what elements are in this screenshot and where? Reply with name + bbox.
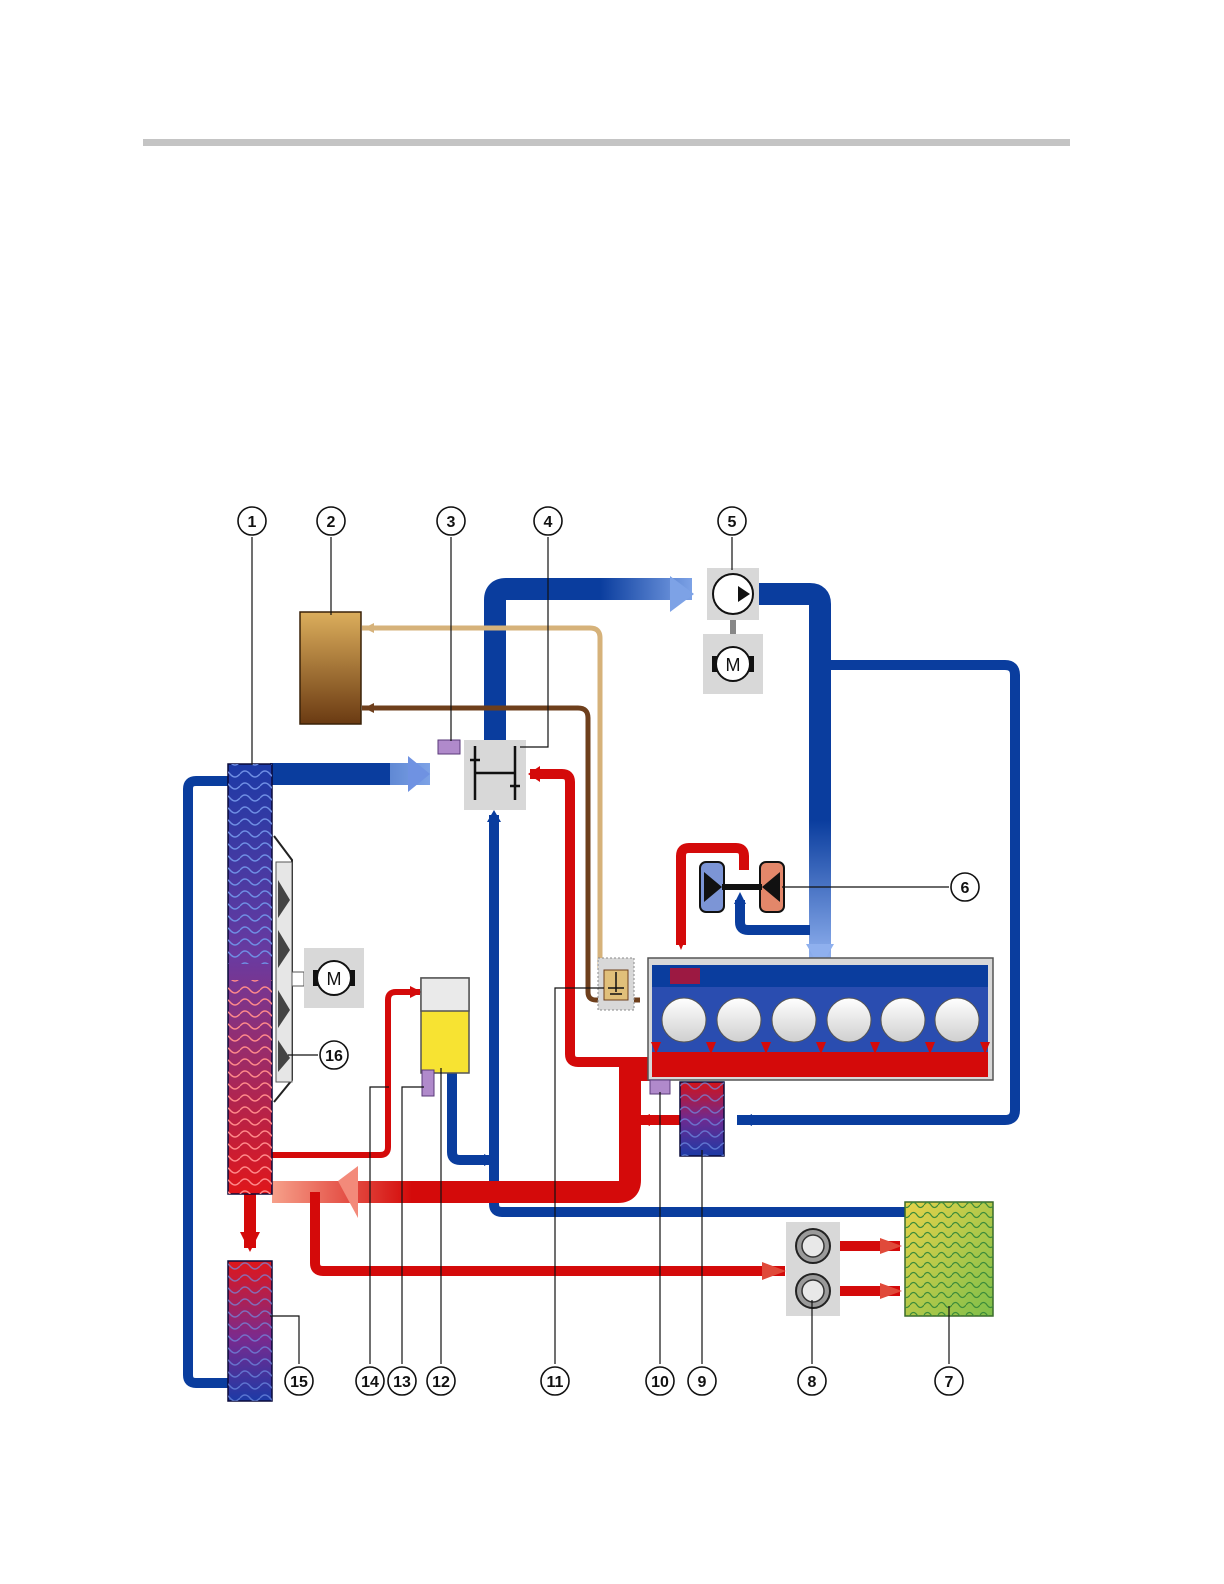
engine-block [648,958,993,1080]
svg-text:10: 10 [651,1374,669,1391]
cylinder-icon [935,998,979,1042]
hose-to-heater-valve [315,1192,785,1271]
svg-text:15: 15 [290,1374,308,1391]
svg-text:3: 3 [447,514,456,531]
callout-13: 13 [388,1367,416,1395]
temperature-sensor-engine-outlet [650,1080,670,1094]
bypass-tank [300,612,361,724]
callout-9: 9 [688,1367,716,1395]
svg-text:16: 16 [325,1048,343,1065]
callout-5: 5 [718,507,746,535]
heating-element-thermostat [598,958,634,1010]
callout-10: 10 [646,1367,674,1395]
svg-text:13: 13 [393,1374,411,1391]
hose-engine-inlet-fade [809,820,831,960]
water-pump: M [703,568,763,694]
main-radiator [228,764,272,1194]
engine-oil-heat-exchanger [680,1082,724,1156]
callout-12: 12 [427,1367,455,1395]
cylinder-icon [717,998,761,1042]
callout-2: 2 [317,507,345,535]
hose-radiator-to-expansion-tank [272,992,420,1155]
hose-radiator-to-thermostat [270,763,430,785]
heater-valve [786,1222,840,1316]
callout-1: 1 [238,507,266,535]
cylinder-icon [662,998,706,1042]
cylinder-icon [827,998,871,1042]
callout-4: 4 [534,507,562,535]
thermostat-housing [464,740,526,810]
expansion-tank [421,978,469,1073]
hose-thermostat-to-pump [495,589,690,745]
temperature-sensor-thermostat [438,740,460,754]
callout-11: 11 [541,1367,569,1395]
callout-15: 15 [285,1367,313,1395]
fan-motor-label: M [327,969,342,989]
auxiliary-radiator [228,1261,272,1401]
electric-fan: M [274,836,364,1102]
svg-text:4: 4 [544,514,553,531]
svg-text:8: 8 [808,1374,817,1391]
svg-text:7: 7 [945,1374,954,1391]
callout-3: 3 [437,507,465,535]
callout-6: 6 [951,873,979,901]
coolant-level-sensor [422,1070,434,1096]
hose-expansion-tank-return [452,1073,494,1160]
svg-text:1: 1 [248,514,257,531]
cylinder-icon [772,998,816,1042]
svg-text:2: 2 [327,514,336,531]
callout-16: 16 [320,1041,348,1069]
svg-text:12: 12 [432,1374,450,1391]
callout-7: 7 [935,1367,963,1395]
svg-text:6: 6 [961,880,970,897]
hose-engine-to-radiator [272,1070,650,1192]
hose-aux-radiator-return [188,781,228,1383]
callout-8: 8 [798,1367,826,1395]
svg-text:9: 9 [698,1374,707,1391]
callout-14: 14 [356,1367,384,1395]
svg-text:14: 14 [361,1374,379,1391]
svg-text:11: 11 [547,1374,564,1391]
heater-core [905,1202,993,1316]
pump-motor-label: M [726,655,741,675]
cylinder-icon [881,998,925,1042]
svg-text:5: 5 [728,514,737,531]
